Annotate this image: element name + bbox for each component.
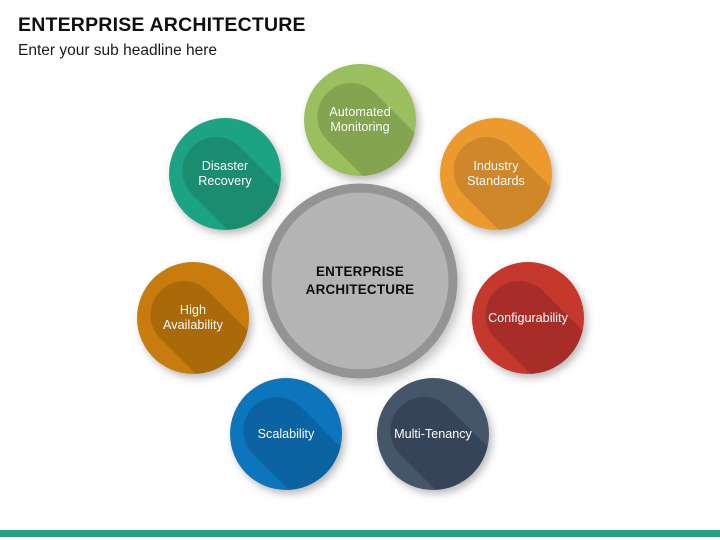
page-subtitle: Enter your sub headline here	[18, 42, 218, 60]
page-title: ENTERPRISE ARCHITECTURE	[18, 14, 306, 36]
header: ENTERPRISE ARCHITECTURE Enter your sub h…	[18, 14, 578, 61]
center-node-layer	[262, 183, 458, 379]
diagram-node-configurability[interactable]	[472, 262, 646, 441]
footer-accent-bar	[0, 530, 720, 537]
diagram-node-multi-tenancy[interactable]	[377, 378, 551, 540]
center-node-disc[interactable]	[262, 183, 458, 379]
diagram-node-scalability[interactable]	[230, 378, 404, 540]
